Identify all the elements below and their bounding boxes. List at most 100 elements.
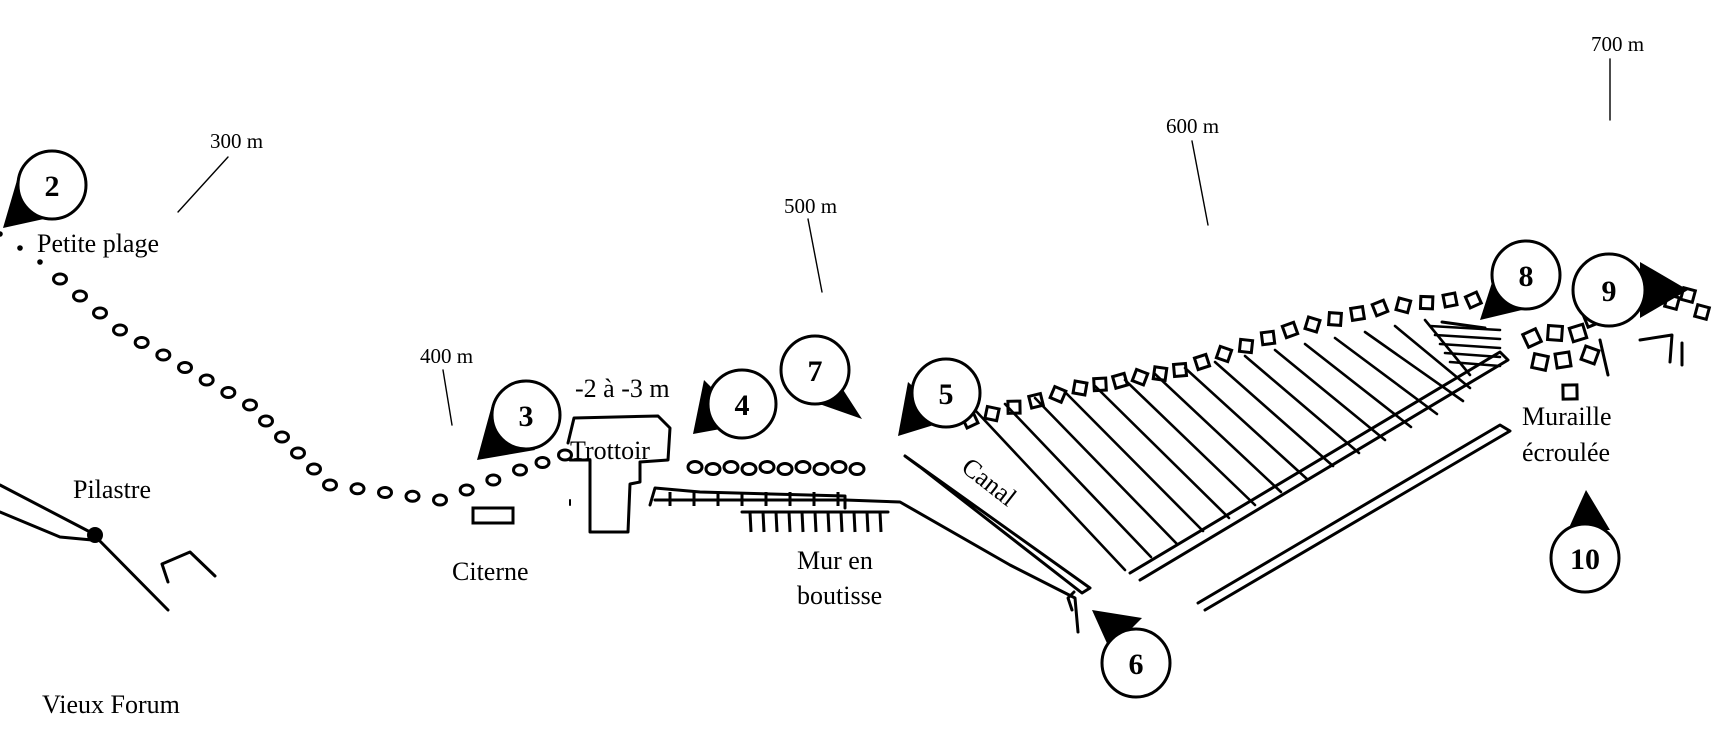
shore-rock <box>557 448 573 462</box>
wall-block <box>1237 337 1255 355</box>
shore-rock <box>133 336 150 349</box>
shore-dot <box>0 231 3 237</box>
shore-rock <box>155 348 172 362</box>
submerged-wall-hatching <box>973 318 1502 572</box>
marker-9-pointer <box>1568 490 1610 530</box>
muraille-remains <box>1440 320 1684 377</box>
label-petite-plage: Petite plage <box>37 229 159 258</box>
label-muraille-line2: écroulée <box>1522 438 1610 467</box>
shore-rock <box>377 486 393 499</box>
wall-block <box>1553 350 1573 370</box>
hatch-line <box>1123 378 1257 507</box>
label-citerne: Citerne <box>452 557 529 586</box>
wall-block <box>1259 329 1277 347</box>
wall-block <box>1348 304 1367 323</box>
trottoir-structure <box>566 414 672 534</box>
hatch-line <box>1303 342 1413 429</box>
tick-400m <box>442 369 453 426</box>
marker-10-pointer <box>1640 262 1688 318</box>
hatch-line <box>1033 396 1179 546</box>
label-depth: -2 à -3 m <box>575 374 670 403</box>
canal-walls <box>903 454 1092 612</box>
shore-rock <box>52 272 68 286</box>
distance-700m: 700 m <box>1591 32 1644 56</box>
shore-rock <box>322 478 338 492</box>
hatch-line <box>1423 318 1472 377</box>
wall-block <box>1071 379 1089 397</box>
marker-7-pointer <box>808 385 862 419</box>
hatch-line <box>1063 390 1205 533</box>
shoreline-rocks <box>0 231 573 507</box>
label-mur-line1: Mur en <box>797 546 873 575</box>
wall-block <box>1130 367 1150 387</box>
wall-block <box>1394 296 1413 315</box>
hatch-line <box>1153 372 1283 494</box>
wall-rock <box>776 462 794 476</box>
citerne-outline <box>471 506 515 525</box>
shore-rock <box>72 289 88 303</box>
marker-3-number: 3 <box>519 400 534 433</box>
hatch-line <box>1448 360 1502 368</box>
hatch-line <box>1273 348 1387 442</box>
shore-rock <box>306 462 322 476</box>
marker-9-number: 10 <box>1570 543 1600 576</box>
hatch-line <box>1433 333 1502 341</box>
wall-tooth <box>839 511 844 533</box>
distance-ticks <box>177 58 1611 426</box>
marker-3: 3 <box>477 379 562 460</box>
hatch-line <box>1213 360 1335 468</box>
wall-block <box>1326 310 1344 328</box>
wall-block <box>1567 322 1589 344</box>
tick-500m <box>807 218 823 293</box>
wall-tooth <box>800 511 805 533</box>
shore-rock <box>485 473 502 487</box>
marker-10-number: 9 <box>1602 275 1617 308</box>
shore-rock <box>534 456 551 469</box>
hatch-line <box>1243 354 1361 455</box>
shore-rock <box>349 482 366 496</box>
hatch-line <box>1183 366 1309 481</box>
wall-block <box>1214 344 1234 364</box>
marker-3-circle <box>490 379 562 451</box>
label-trottoir: Trottoir <box>570 436 650 465</box>
distance-labels: 300 m 400 m 500 m 600 m 700 m <box>210 32 1644 368</box>
shore-rock <box>112 323 128 337</box>
hatch-line <box>973 408 1127 572</box>
marker-2: 2 <box>3 149 88 228</box>
marker-2-number: 2 <box>45 170 60 203</box>
wall-block <box>1545 323 1565 343</box>
label-pilastre: Pilastre <box>73 475 151 504</box>
wall-tooth <box>813 511 818 533</box>
wall-rock <box>812 462 830 476</box>
marker-6-pointer <box>1092 610 1142 650</box>
marker-5-number: 5 <box>939 378 954 411</box>
hatch-line <box>1003 402 1153 559</box>
distance-400m: 400 m <box>420 344 473 368</box>
wall-block <box>1280 320 1300 340</box>
wall-tooth <box>852 511 857 533</box>
wall-tooth <box>878 511 883 533</box>
wall-block <box>1418 294 1435 311</box>
marker-7-circle <box>779 334 851 406</box>
marker-6-circle <box>1100 627 1172 699</box>
marker-7-number: 7 <box>808 355 823 388</box>
label-muraille-line1: Muraille <box>1522 402 1612 431</box>
marker-4: 4 <box>693 368 778 440</box>
marker-10-circle <box>1571 252 1647 328</box>
wall-block <box>983 404 1001 423</box>
wall-tooth <box>748 511 753 533</box>
mur-en-boutisse <box>648 486 1080 634</box>
shore-rock <box>274 430 290 444</box>
wall-rock <box>848 462 866 476</box>
marker-8-circle <box>1490 239 1562 311</box>
shore-dot <box>37 259 43 265</box>
shore-rock <box>242 398 258 412</box>
marker-9-circle <box>1549 522 1621 594</box>
wall-rock <box>704 462 722 476</box>
wall-tooth <box>774 511 779 533</box>
distance-600m: 600 m <box>1166 114 1219 138</box>
marker-4-number: 4 <box>735 389 750 422</box>
label-vieux-forum: Vieux Forum <box>42 690 180 719</box>
shore-rock <box>512 463 528 477</box>
